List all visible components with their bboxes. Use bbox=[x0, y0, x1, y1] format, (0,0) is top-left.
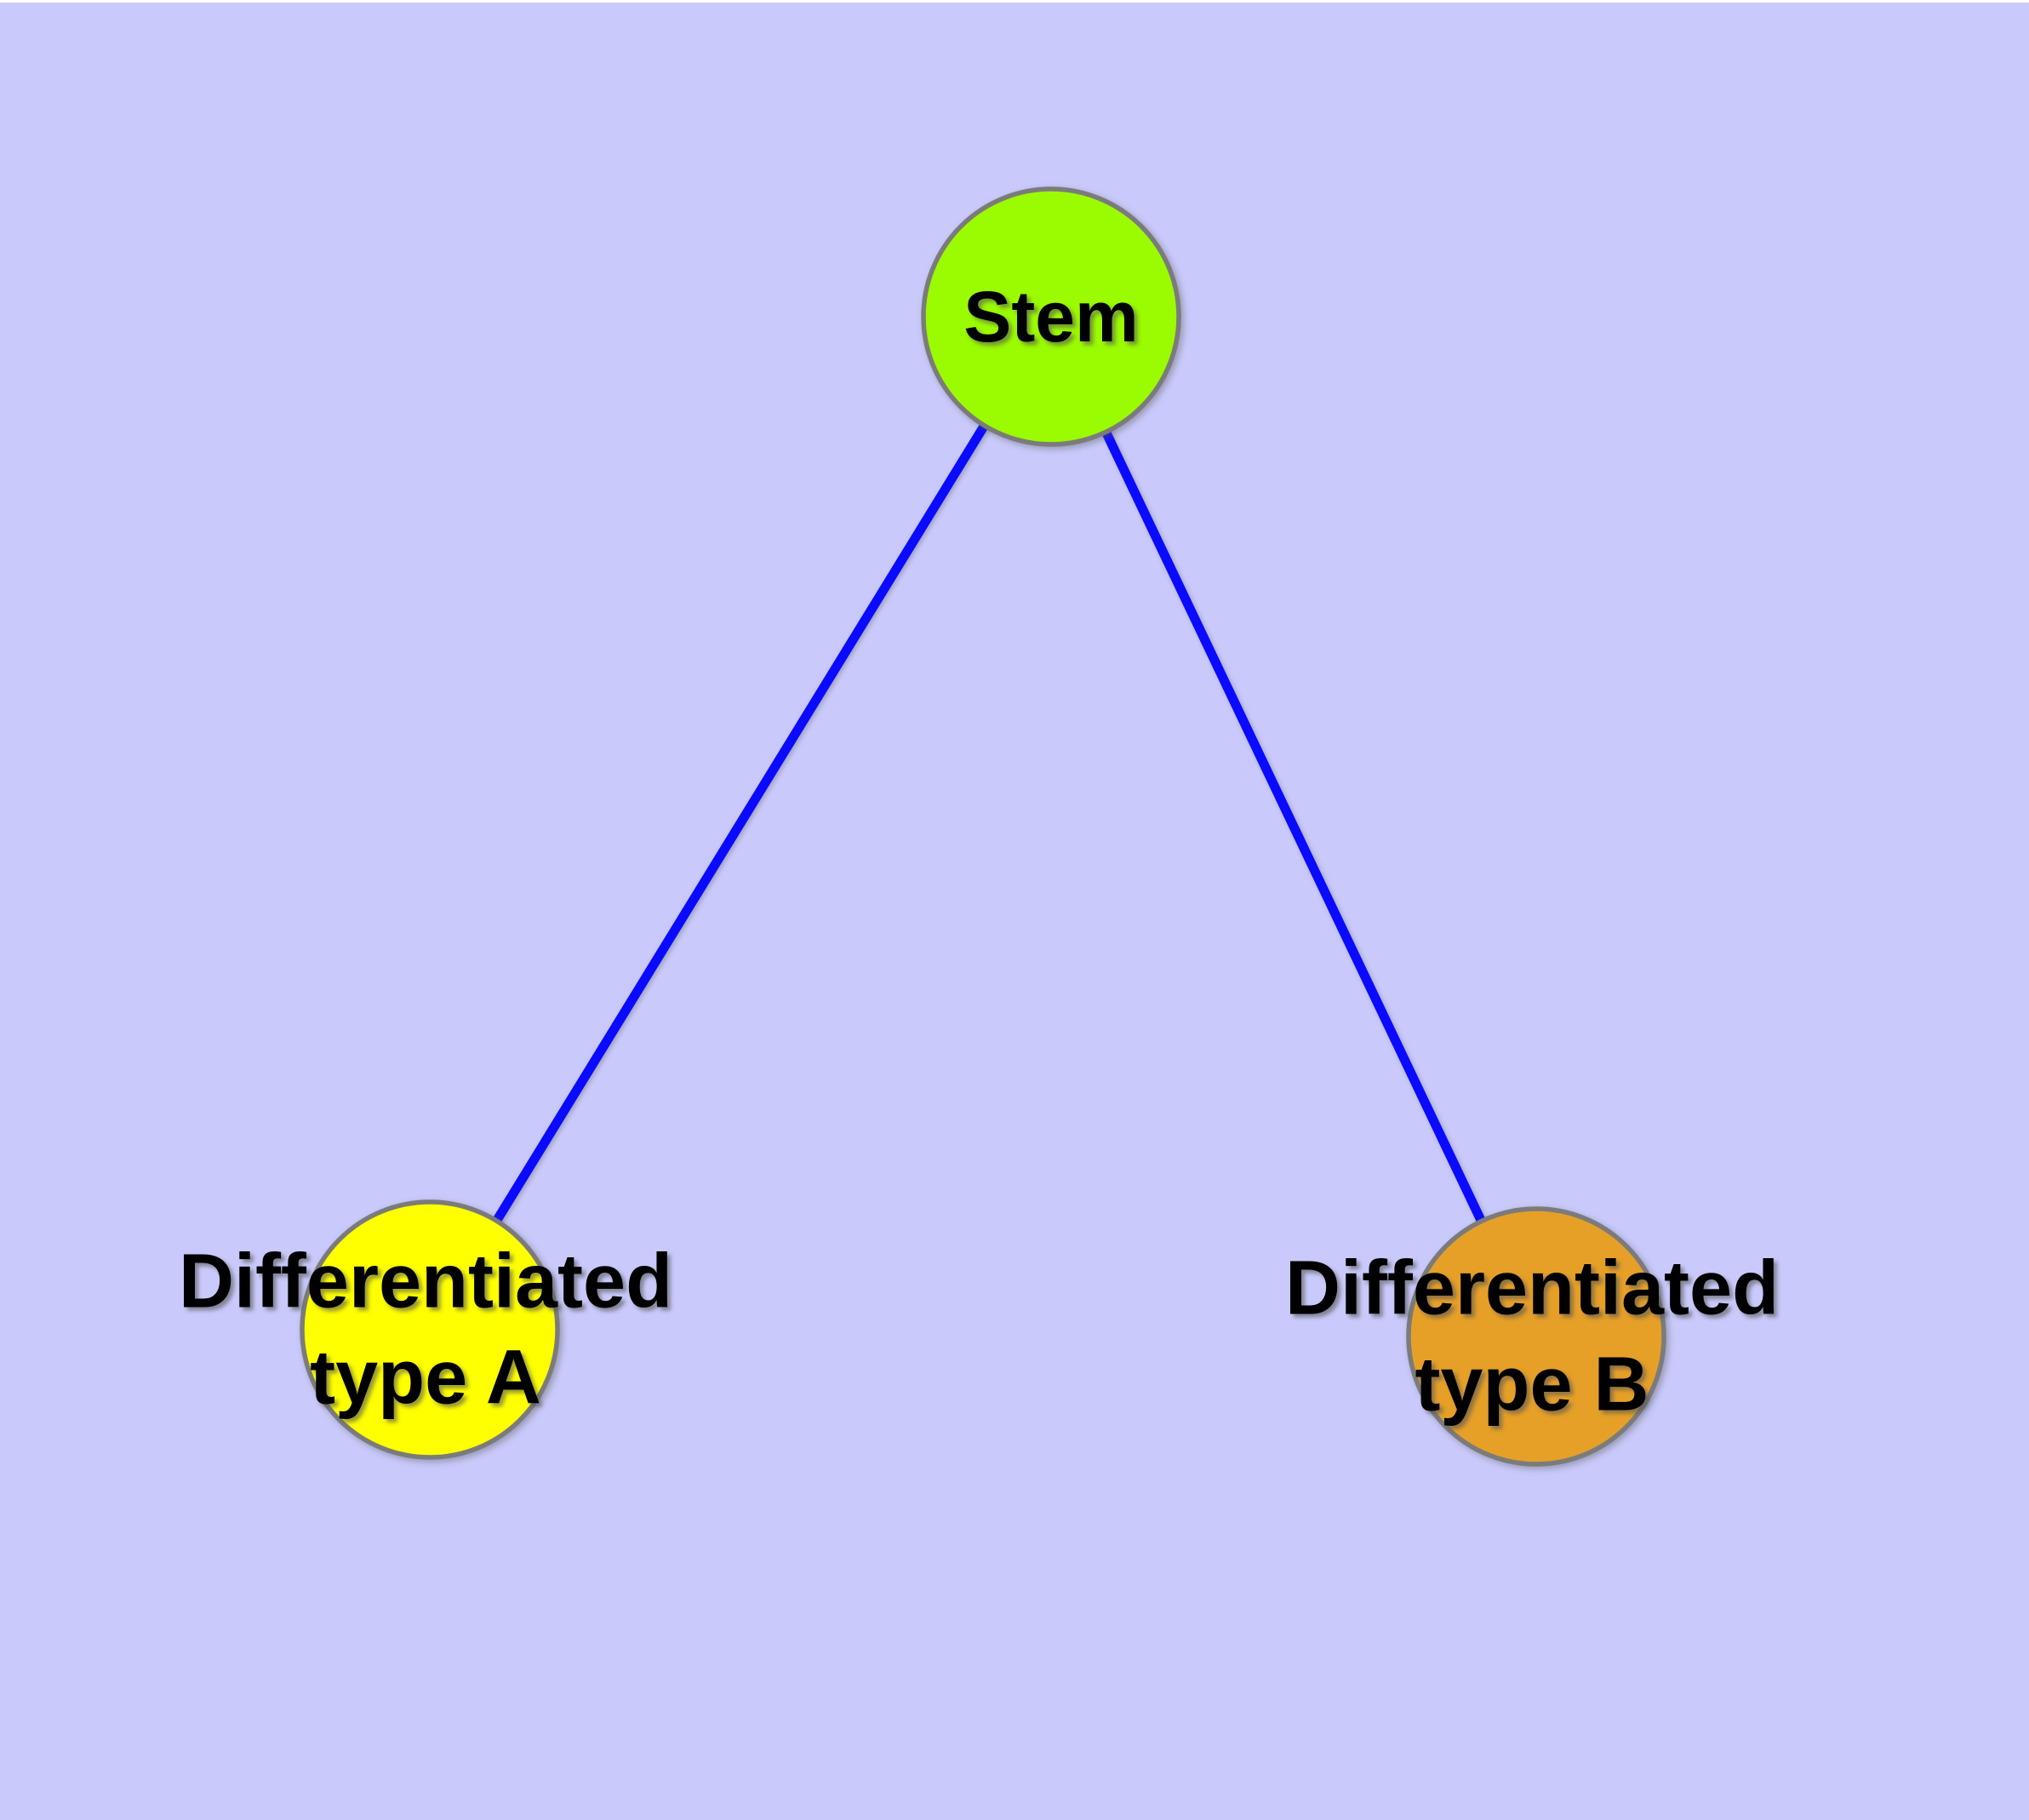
screenshot-top-edge bbox=[0, 0, 2029, 3]
edge-stem-to-type-b bbox=[1046, 312, 1541, 1342]
differentiated-type-a-node-circle bbox=[300, 1199, 560, 1460]
stem-node-circle bbox=[921, 186, 1181, 447]
edge-stem-to-type-a bbox=[425, 312, 1056, 1335]
differentiated-type-b-node-circle bbox=[1406, 1206, 1666, 1467]
